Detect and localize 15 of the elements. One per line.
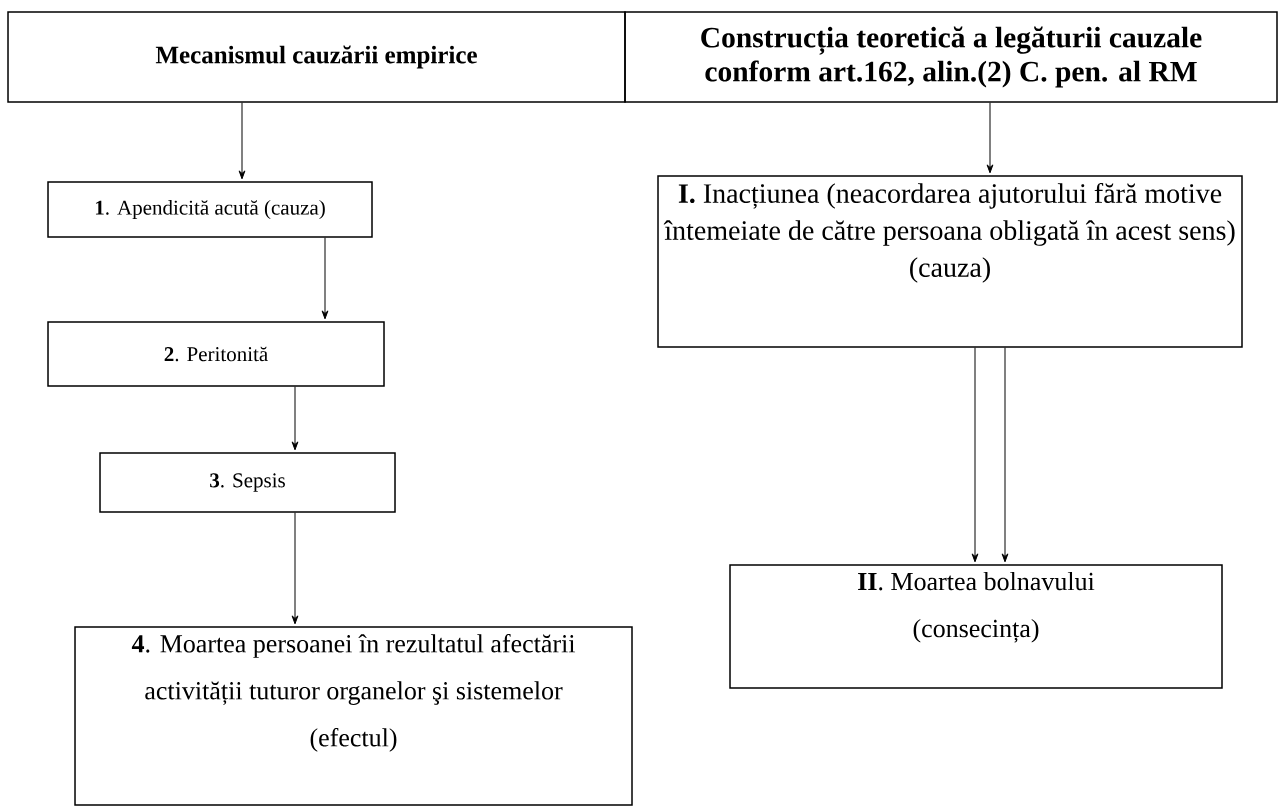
header-box: Construcția teoretică a legăturii cauzale conform art.162, alin.(2) C. pen. al RM <box>624 11 1278 103</box>
process-box: 4. Moartea persoanei în rezultatul afectării activității tuturor organelor şi sistemelor (efectul) <box>74 626 633 806</box>
process-box: I. Inacțiunea (neacordarea ajutorului fără motive întemeiate de către persoana obligată în acest sens) (cauza) <box>657 175 1243 348</box>
arrow <box>238 102 246 180</box>
arrow <box>971 347 979 563</box>
process-box: 3. Sepsis <box>99 452 396 513</box>
process-box: 1. Apendicită acută (cauza) <box>47 181 373 238</box>
arrow <box>1001 347 1009 563</box>
process-box: II. Moartea bolnavului (consecința) <box>729 564 1223 689</box>
arrow <box>321 237 329 320</box>
arrow <box>291 512 299 625</box>
arrow <box>291 386 299 451</box>
arrow <box>986 102 994 174</box>
process-box: 2. Peritonită <box>47 321 385 387</box>
header-box: Mecanismul cauzării empirice <box>7 11 626 103</box>
